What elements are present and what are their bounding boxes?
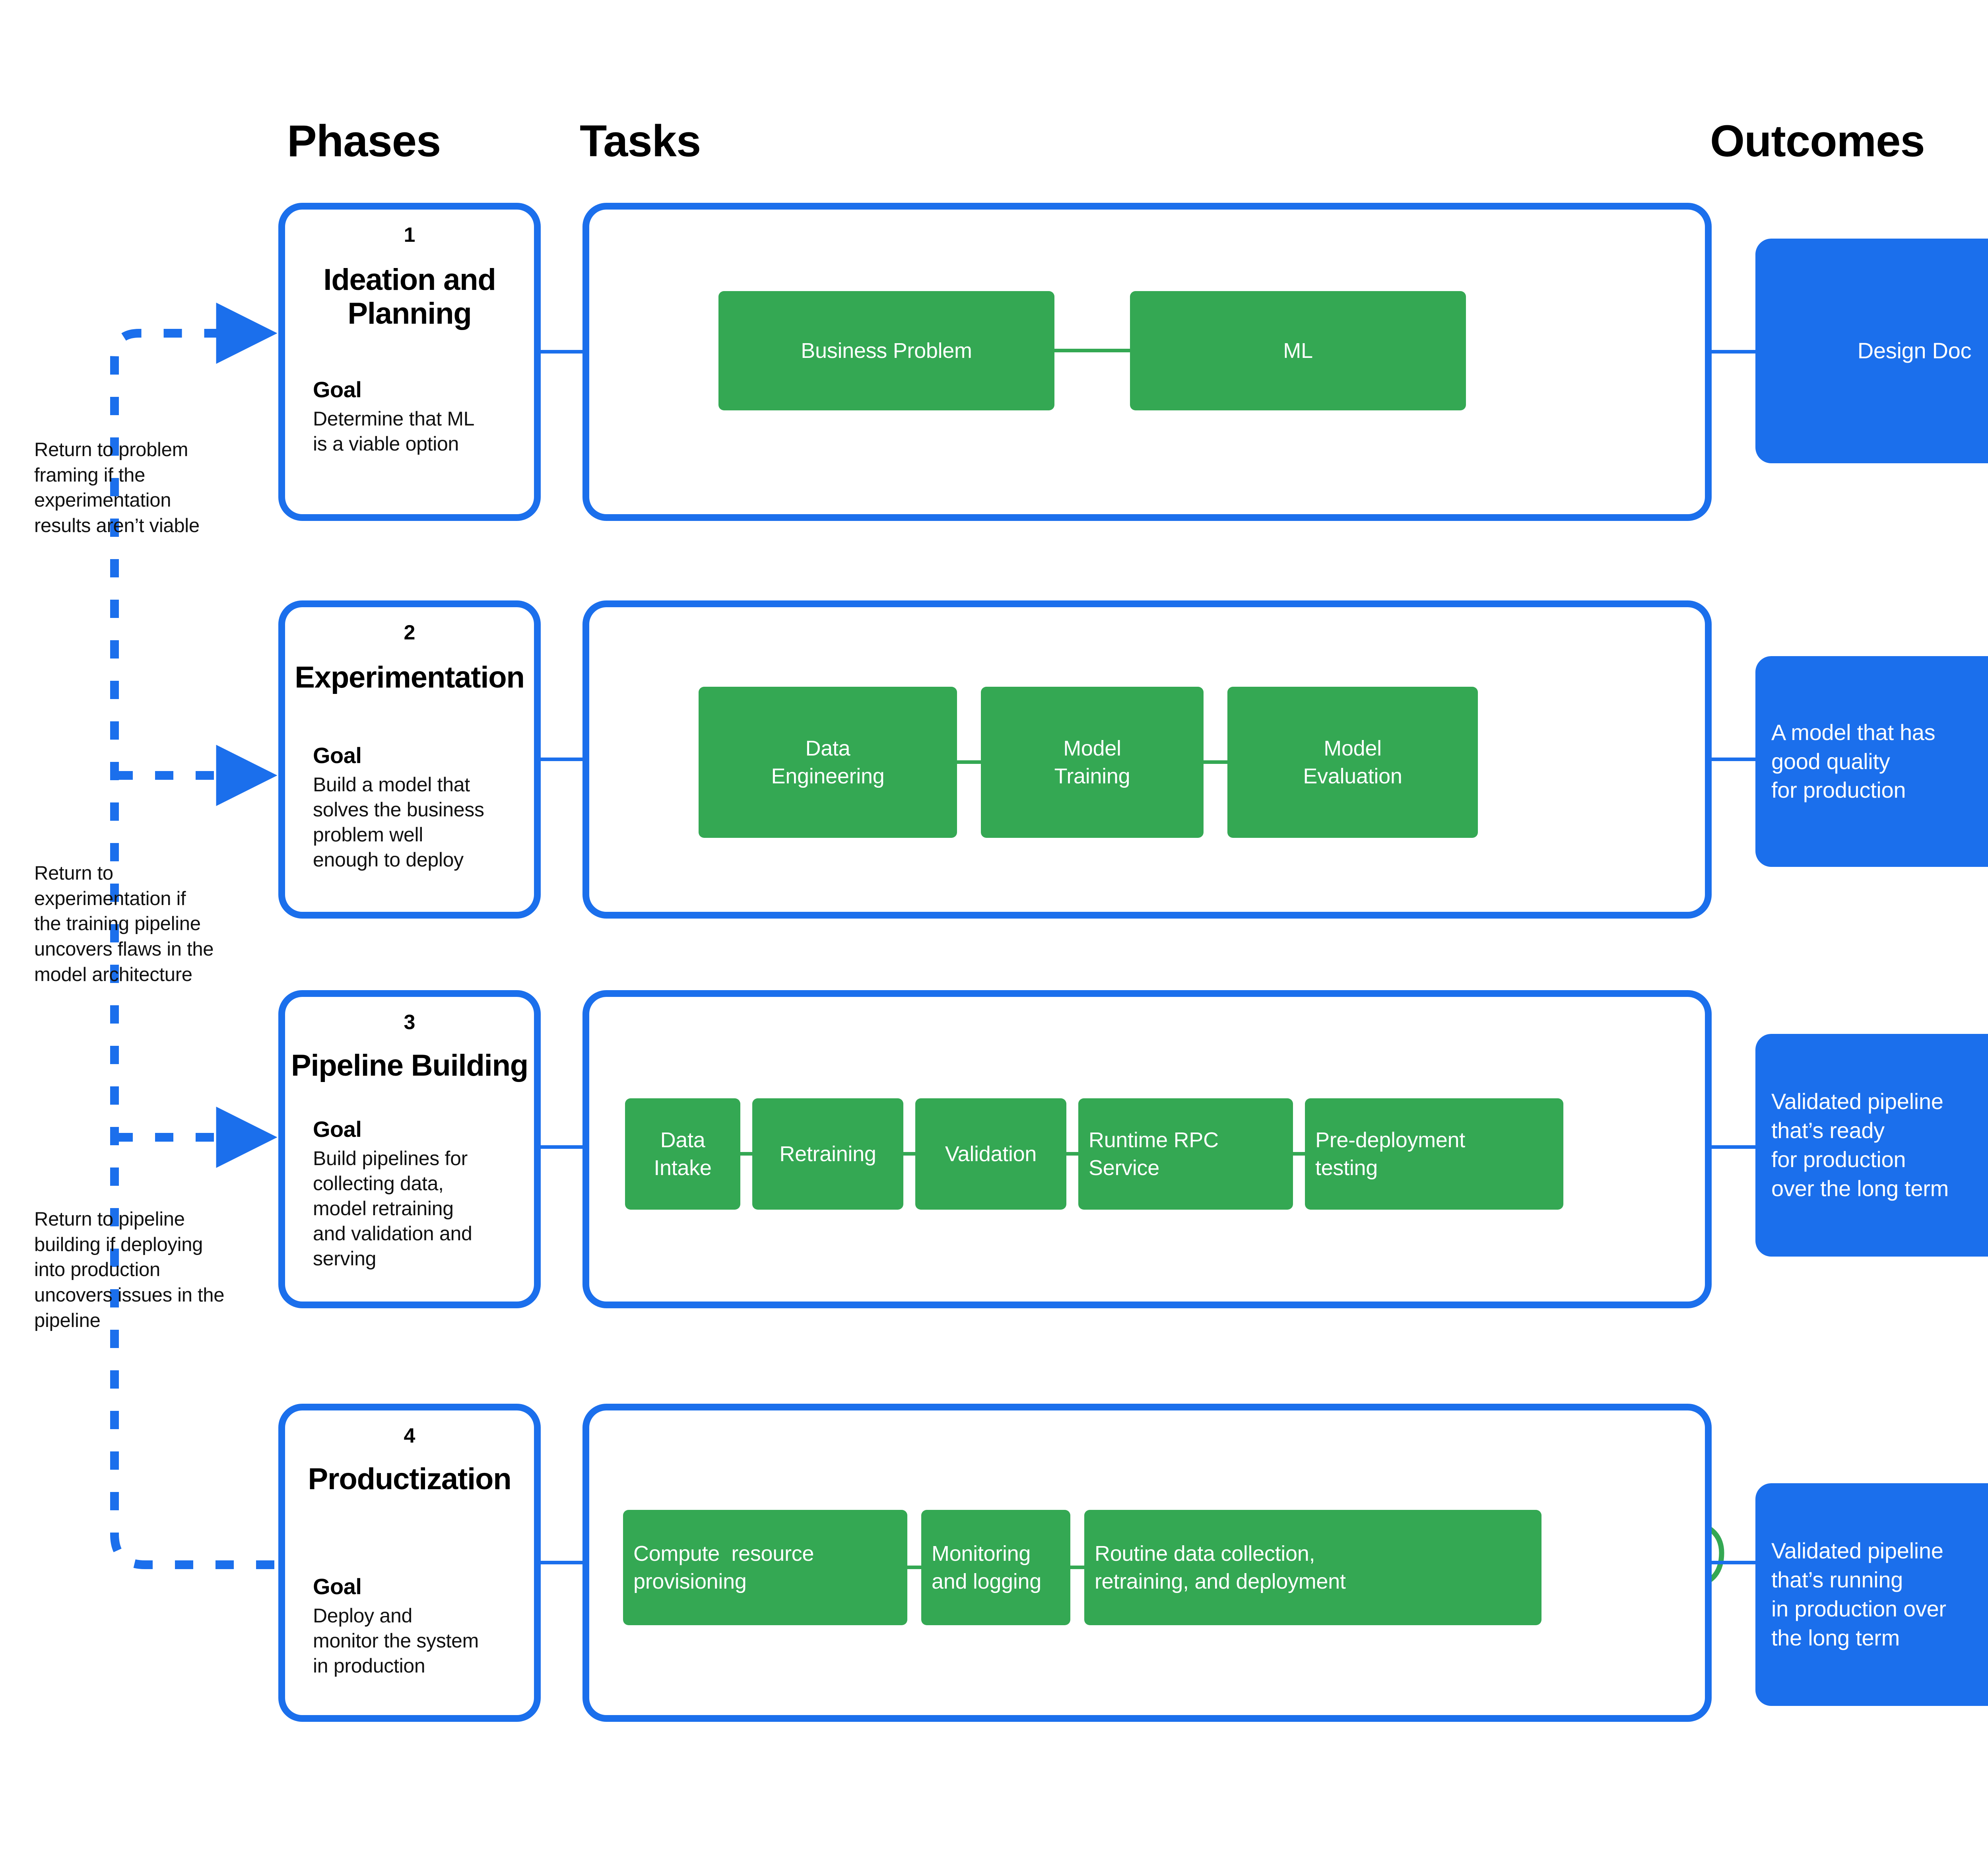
task-connector-3d: [1293, 1152, 1305, 1156]
task-chip-retraining[interactable]: Retraining: [752, 1098, 903, 1210]
goal-label-1: Goal: [313, 377, 362, 402]
task-connector-3b: [903, 1152, 915, 1156]
phase-number-1: 1: [404, 223, 415, 247]
outcome-box-1[interactable]: Design Doc: [1755, 239, 1988, 463]
column-header-outcomes: Outcomes: [1710, 116, 1925, 166]
task-connector-3a: [740, 1152, 752, 1156]
phase-number-4: 4: [404, 1424, 415, 1447]
phase-title-2: Experimentation: [295, 660, 525, 694]
task-chip-ml[interactable]: ML: [1130, 291, 1466, 410]
task-connector-4a: [907, 1566, 921, 1569]
phase-card-2[interactable]: 2 Experimentation Goal Build a model tha…: [278, 600, 541, 919]
goal-label-3: Goal: [313, 1117, 362, 1142]
task-chip-business-problem[interactable]: Business Problem: [718, 291, 1054, 410]
column-header-phases: Phases: [287, 116, 441, 166]
task-chip-routine-data-collection[interactable]: Routine data collection,retraining, and …: [1084, 1510, 1541, 1625]
task-connector-3c: [1066, 1152, 1078, 1156]
column-header-tasks: Tasks: [580, 116, 701, 166]
connector-tasks-outcome4: [1712, 1561, 1755, 1564]
phase-number-2: 2: [404, 621, 415, 644]
task-connector-2a: [957, 760, 981, 764]
task-connector-1: [1054, 349, 1130, 352]
phase-number-3: 3: [404, 1011, 415, 1034]
connector-phase2-tasks: [541, 758, 584, 761]
tasks-container-1: Business Problem ML: [582, 203, 1712, 521]
phase-card-3[interactable]: 3 Pipeline Building Goal Build pipelines…: [278, 990, 541, 1308]
connector-tasks-outcome3: [1712, 1145, 1755, 1149]
connector-tasks-outcome2: [1712, 758, 1755, 761]
task-connector-2b: [1204, 760, 1227, 764]
connector-phase4-tasks: [541, 1561, 584, 1564]
task-connector-4b: [1070, 1566, 1084, 1569]
phase-title-3: Pipeline Building: [291, 1049, 528, 1082]
connector-phase3-tasks: [541, 1145, 584, 1149]
task-chip-validation[interactable]: Validation: [915, 1098, 1066, 1210]
connector-tasks-outcome1: [1712, 350, 1755, 354]
connector-phase1-tasks: [541, 350, 584, 354]
goal-label-2: Goal: [313, 743, 362, 768]
phase-title-4: Productization: [308, 1462, 512, 1496]
goal-label-4: Goal: [313, 1574, 362, 1599]
